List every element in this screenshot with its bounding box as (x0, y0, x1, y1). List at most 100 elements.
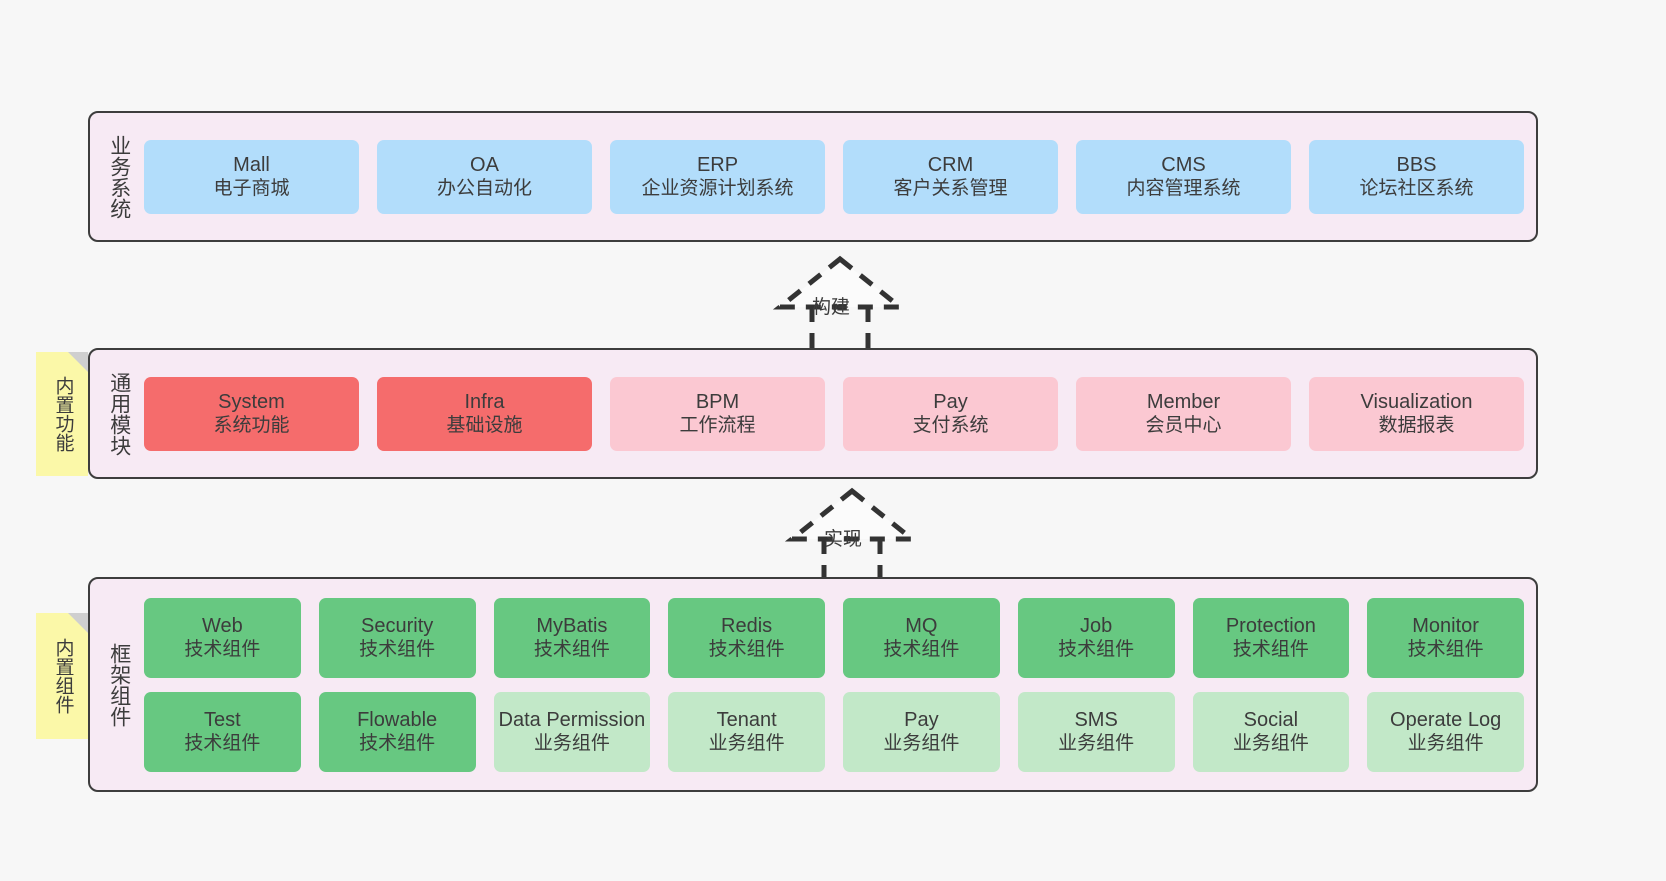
layer-title-common: 通用模块 (107, 371, 131, 456)
note-builtin-component: 内置组件 (36, 613, 88, 739)
card-cn-label: 技术组件 (883, 639, 960, 661)
layer-title-framework: 框架组件 (107, 642, 131, 727)
framework-row-tech: Web 技术组件 Security 技术组件 MyBatis 技术组件 Redi… (144, 597, 1524, 678)
layer-common-module: 通用模块 System 系统功能 Infra 基础设施 BPM 工作流程 Pay… (88, 348, 1538, 479)
framework-card-social[interactable]: Social 业务组件 (1192, 691, 1350, 772)
common-card-system[interactable]: System 系统功能 (144, 376, 359, 451)
card-en-label: BPM (695, 390, 740, 413)
card-en-label: MQ (905, 614, 938, 637)
card-cn-label: 业务组件 (883, 733, 960, 755)
common-card-visualization[interactable]: Visualization 数据报表 (1309, 376, 1524, 451)
framework-card-mq[interactable]: MQ 技术组件 (843, 597, 1000, 678)
card-cn-label: 企业资源计划系统 (641, 178, 794, 200)
layer-title-business: 业务系统 (107, 134, 131, 219)
card-cn-label: 业务组件 (1232, 733, 1309, 755)
business-row: Mall 电子商城 OA 办公自动化 ERP 企业资源计划系统 CRM 客户关系… (144, 139, 1524, 214)
framework-card-mybatis[interactable]: MyBatis 技术组件 (493, 597, 651, 678)
card-cn-label: 技术组件 (1232, 639, 1309, 661)
note-label: 内置组件 (52, 638, 74, 714)
card-en-label: Tenant (716, 708, 777, 731)
framework-card-security[interactable]: Security 技术组件 (318, 597, 476, 678)
common-card-member[interactable]: Member 会员中心 (1076, 376, 1291, 451)
framework-card-sms[interactable]: SMS 业务组件 (1017, 691, 1175, 772)
framework-card-flowable[interactable]: Flowable 技术组件 (318, 691, 476, 772)
layer-framework-component: 框架组件 Web 技术组件 Security 技术组件 MyBatis 技术组件… (88, 577, 1538, 792)
card-cn-label: 技术组件 (184, 733, 261, 755)
card-cn-label: 支付系统 (912, 415, 989, 437)
card-en-label: Member (1146, 390, 1221, 413)
framework-card-pay[interactable]: Pay 业务组件 (843, 691, 1000, 772)
business-card-oa[interactable]: OA 办公自动化 (377, 139, 592, 214)
layer-business-system: 业务系统 Mall 电子商城 OA 办公自动化 ERP 企业资源计划系统 CRM… (88, 111, 1538, 242)
card-cn-label: 内容管理系统 (1126, 178, 1241, 200)
card-en-label: Protection (1225, 614, 1316, 637)
card-cn-label: 技术组件 (1058, 639, 1135, 661)
card-en-label: CRM (927, 153, 974, 176)
card-en-label: Data Permission (498, 708, 646, 731)
framework-card-redis[interactable]: Redis 技术组件 (668, 597, 825, 678)
card-en-label: OA (470, 153, 499, 176)
card-cn-label: 技术组件 (708, 639, 785, 661)
card-cn-label: 技术组件 (359, 733, 436, 755)
card-cn-label: 基础设施 (446, 415, 523, 437)
card-en-label: Operate Log (1390, 708, 1502, 731)
card-en-label: MyBatis (536, 614, 608, 637)
card-cn-label: 工作流程 (679, 415, 756, 437)
business-card-mall[interactable]: Mall 电子商城 (144, 139, 359, 214)
framework-card-job[interactable]: Job 技术组件 (1017, 597, 1175, 678)
card-cn-label: 数据报表 (1378, 415, 1455, 437)
arrow-build-icon (772, 255, 908, 355)
framework-row-business: Test 技术组件 Flowable 技术组件 Data Permission … (144, 691, 1524, 772)
card-en-label: Monitor (1412, 614, 1479, 637)
card-en-label: Test (204, 708, 241, 731)
business-card-bbs[interactable]: BBS 论坛社区系统 (1309, 139, 1524, 214)
framework-card-operate-log[interactable]: Operate Log 业务组件 (1367, 691, 1524, 772)
business-card-crm[interactable]: CRM 客户关系管理 (843, 139, 1058, 214)
card-en-label: Pay (933, 390, 968, 413)
framework-card-tenant[interactable]: Tenant 业务组件 (668, 691, 825, 772)
business-cells: Mall 电子商城 OA 办公自动化 ERP 企业资源计划系统 CRM 客户关系… (144, 123, 1524, 230)
card-en-label: System (218, 390, 285, 413)
card-en-label: Flowable (357, 708, 438, 731)
note-label: 内置功能 (52, 376, 74, 452)
card-en-label: Job (1080, 614, 1113, 637)
arrow-realize-label: 实现 (824, 529, 863, 550)
card-cn-label: 业务组件 (1407, 733, 1484, 755)
card-en-label: Redis (721, 614, 773, 637)
framework-card-protection[interactable]: Protection 技术组件 (1192, 597, 1350, 678)
common-row: System 系统功能 Infra 基础设施 BPM 工作流程 Pay 支付系统… (144, 376, 1524, 451)
card-en-label: Pay (904, 708, 939, 731)
card-cn-label: 客户关系管理 (893, 178, 1008, 200)
common-card-bpm[interactable]: BPM 工作流程 (610, 376, 825, 451)
card-cn-label: 会员中心 (1145, 415, 1222, 437)
card-en-label: CMS (1161, 153, 1206, 176)
card-en-label: ERP (696, 153, 739, 176)
card-en-label: Mall (233, 153, 270, 176)
arrow-build-label: 构建 (812, 297, 851, 318)
framework-card-monitor[interactable]: Monitor 技术组件 (1367, 597, 1524, 678)
note-builtin-function: 内置功能 (36, 352, 88, 476)
card-en-label: Security (361, 614, 434, 637)
card-en-label: SMS (1074, 708, 1118, 731)
business-card-cms[interactable]: CMS 内容管理系统 (1076, 139, 1291, 214)
framework-card-data-permission[interactable]: Data Permission 业务组件 (493, 691, 651, 772)
card-en-label: Visualization (1360, 390, 1473, 413)
arrow-realize: 实现 (762, 487, 942, 587)
card-cn-label: 技术组件 (359, 639, 436, 661)
framework-card-web[interactable]: Web 技术组件 (144, 597, 301, 678)
common-card-infra[interactable]: Infra 基础设施 (377, 376, 592, 451)
common-cells: System 系统功能 Infra 基础设施 BPM 工作流程 Pay 支付系统… (144, 360, 1524, 467)
framework-card-test[interactable]: Test 技术组件 (144, 691, 301, 772)
card-cn-label: 业务组件 (533, 733, 610, 755)
card-cn-label: 业务组件 (708, 733, 785, 755)
card-en-label: Infra (464, 390, 505, 413)
business-card-erp[interactable]: ERP 企业资源计划系统 (610, 139, 825, 214)
card-en-label: Social (1243, 708, 1299, 731)
common-card-pay[interactable]: Pay 支付系统 (843, 376, 1058, 451)
card-cn-label: 电子商城 (213, 178, 290, 200)
card-en-label: Web (201, 614, 243, 637)
card-cn-label: 系统功能 (213, 415, 290, 437)
card-cn-label: 技术组件 (533, 639, 610, 661)
card-cn-label: 业务组件 (1058, 733, 1135, 755)
